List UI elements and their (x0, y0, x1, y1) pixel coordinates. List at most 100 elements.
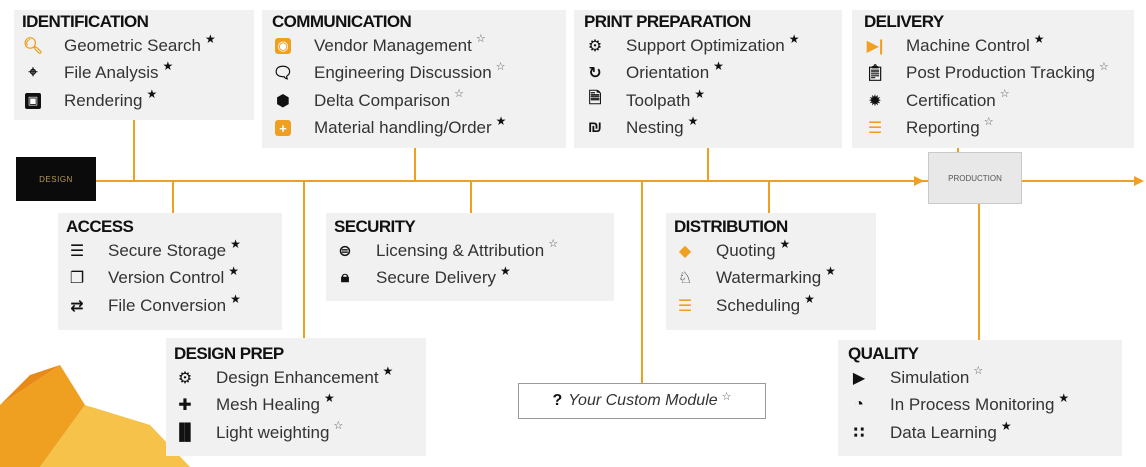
lock-icon: 🔒︎ (340, 269, 350, 287)
module-item[interactable]: ♘Watermarking★ (674, 264, 876, 293)
module-item[interactable]: ⬢ Delta Comparison☆ (272, 87, 566, 115)
list-icon: ☰ (677, 297, 693, 315)
star-icon: ★ (382, 363, 394, 378)
star-icon: ★ (230, 236, 241, 251)
star-icon: ★ (713, 59, 724, 74)
module-item[interactable]: 🔍︎Geometric Search★ (22, 32, 254, 60)
crosshair-icon: ⌖ (28, 64, 38, 82)
module-identification: IDENTIFICATION 🔍︎Geometric Search★ ⌖File… (14, 10, 254, 120)
star-icon: ★ (230, 291, 241, 306)
module-item[interactable]: +Material handling/Order★ (272, 114, 566, 143)
star-icon: ★ (1000, 418, 1012, 433)
module-title: SECURITY (334, 217, 416, 236)
item-label: Scheduling (716, 295, 801, 315)
play-square-icon: ▶︎ (852, 369, 866, 387)
custom-module-box[interactable]: ? Your Custom Module ☆ (518, 383, 766, 419)
document-chart-icon: 🗎︎ (588, 90, 602, 108)
module-item[interactable]: ✹Certification☆ (864, 87, 1134, 115)
module-delivery: DELIVERY ▶︎|Machine Control★ 📋︎Post Prod… (852, 10, 1134, 148)
timeline-arrow-mid (914, 176, 924, 186)
module-item[interactable]: ◆Quoting★ (674, 237, 876, 265)
chat-icon: 🗨︎ (272, 65, 294, 83)
connector-quality (978, 202, 980, 340)
module-title: DESIGN PREP (174, 344, 284, 363)
module-item[interactable]: ☰ Scheduling★ (674, 292, 876, 320)
module-print-preparation: PRINT PREPARATION ⚙ Support Optimization ★… (574, 10, 842, 148)
item-label: Simulation (890, 367, 970, 387)
module-design-prep: DESIGN PREP ⚙Design Enhancement★ ✚Mesh H… (166, 338, 426, 456)
module-item[interactable]: 🗎︎Toolpath★ (584, 87, 842, 115)
rotate-icon: ↻ (588, 65, 602, 83)
module-item[interactable]: ⚙Support Optimization★ (584, 32, 842, 60)
question-icon: ? (552, 392, 563, 409)
module-item[interactable]: 🗨︎Engineering Discussion☆ (272, 60, 566, 88)
module-item[interactable]: ⌖File Analysis★ (22, 59, 254, 88)
item-label: Geometric Search (64, 35, 201, 55)
item-label: Licensing & Attribution (376, 240, 545, 260)
copy-icon: ❐ (69, 270, 85, 288)
module-title: ACCESS (66, 217, 134, 236)
medkit-icon: ✚ (178, 397, 192, 415)
star-icon: ☆ (454, 88, 464, 101)
gears-icon: ⚙ (177, 369, 193, 387)
item-label: Mesh Healing (216, 395, 320, 415)
connector-design-prep (303, 181, 305, 338)
nesting-icon: ₪ (587, 119, 603, 137)
module-item[interactable]: ∷Data Learning★ (848, 419, 1122, 447)
item-label: Certification (906, 90, 996, 110)
module-item[interactable]: ⊜Licensing & Attribution☆ (334, 237, 614, 265)
module-item[interactable]: ▐▌Light weighting☆ (174, 419, 426, 447)
module-title: PRINT PREPARATION (584, 12, 751, 31)
module-item[interactable]: ☰Reporting☆ (864, 115, 1134, 143)
star-icon: ★ (687, 114, 699, 129)
plus-square-icon: + (275, 120, 291, 137)
module-access: ACCESS ☰Secure Storage★ ❐Version Control… (58, 213, 282, 330)
module-item[interactable]: ₪ Nesting★ (584, 114, 842, 143)
connector-communication (414, 148, 416, 181)
support-icon: ⚙ (587, 37, 603, 55)
module-item[interactable]: ❐Version Control★ (66, 264, 282, 293)
star-icon: ★ (825, 264, 836, 279)
clipboard-icon: 📋︎ (864, 65, 886, 83)
module-item[interactable]: 📋︎Post Production Tracking☆ (864, 60, 1134, 88)
star-icon: ★ (804, 291, 815, 306)
module-title: DELIVERY (864, 12, 944, 31)
item-label: Vendor Management (314, 35, 472, 55)
star-icon: ★ (323, 391, 335, 406)
vendor-card-icon: ◉ (275, 37, 291, 54)
module-item[interactable]: ⇄File Conversion★ (66, 292, 282, 320)
custom-module-label: Your Custom Module (568, 392, 718, 409)
star-icon: ★ (162, 59, 174, 74)
connector-access (172, 181, 174, 213)
item-label: Design Enhancement (216, 367, 379, 387)
module-title: IDENTIFICATION (22, 12, 149, 31)
list-icon: ☰ (867, 120, 883, 138)
item-label: Material handling/Order (314, 118, 492, 138)
module-item[interactable]: 🔒︎Secure Delivery★ (334, 264, 614, 293)
module-quality: QUALITY ▶︎Simulation☆ ◔In Process Monito… (838, 340, 1122, 456)
connector-custom-module (641, 181, 643, 383)
item-label: In Process Monitoring (890, 395, 1055, 415)
item-label: Data Learning (890, 422, 997, 442)
module-item[interactable]: ▣Rendering★ (22, 87, 254, 115)
item-label: Nesting (626, 118, 684, 138)
star-icon: ☆ (983, 115, 994, 128)
module-item[interactable]: ✚ Mesh Healing★ (174, 391, 426, 420)
module-item[interactable]: ▶︎|Machine Control★ (864, 32, 1134, 60)
gauge-icon: ◔ (854, 396, 864, 414)
production-logo: PRODUCTION (928, 152, 1022, 204)
star-icon: ☆ (1098, 60, 1109, 73)
module-item[interactable]: ◔In Process Monitoring★ (848, 391, 1122, 420)
module-item[interactable]: ☰Secure Storage★ (66, 237, 282, 265)
module-item[interactable]: ◉Vendor Management☆ (272, 32, 566, 60)
connector-identification (133, 120, 135, 181)
cube-icon: ⬢ (276, 92, 290, 110)
item-label: Rendering (64, 90, 143, 110)
item-label: Delta Comparison (314, 90, 451, 110)
module-item[interactable]: ▶︎Simulation☆ (848, 364, 1122, 392)
item-label: Support Optimization (626, 35, 785, 55)
item-label: Engineering Discussion (314, 63, 492, 83)
module-item[interactable]: ⚙ Design Enhancement★ (174, 364, 426, 392)
module-item[interactable]: ↻Orientation★ (584, 59, 842, 88)
star-icon: ★ (694, 86, 706, 101)
